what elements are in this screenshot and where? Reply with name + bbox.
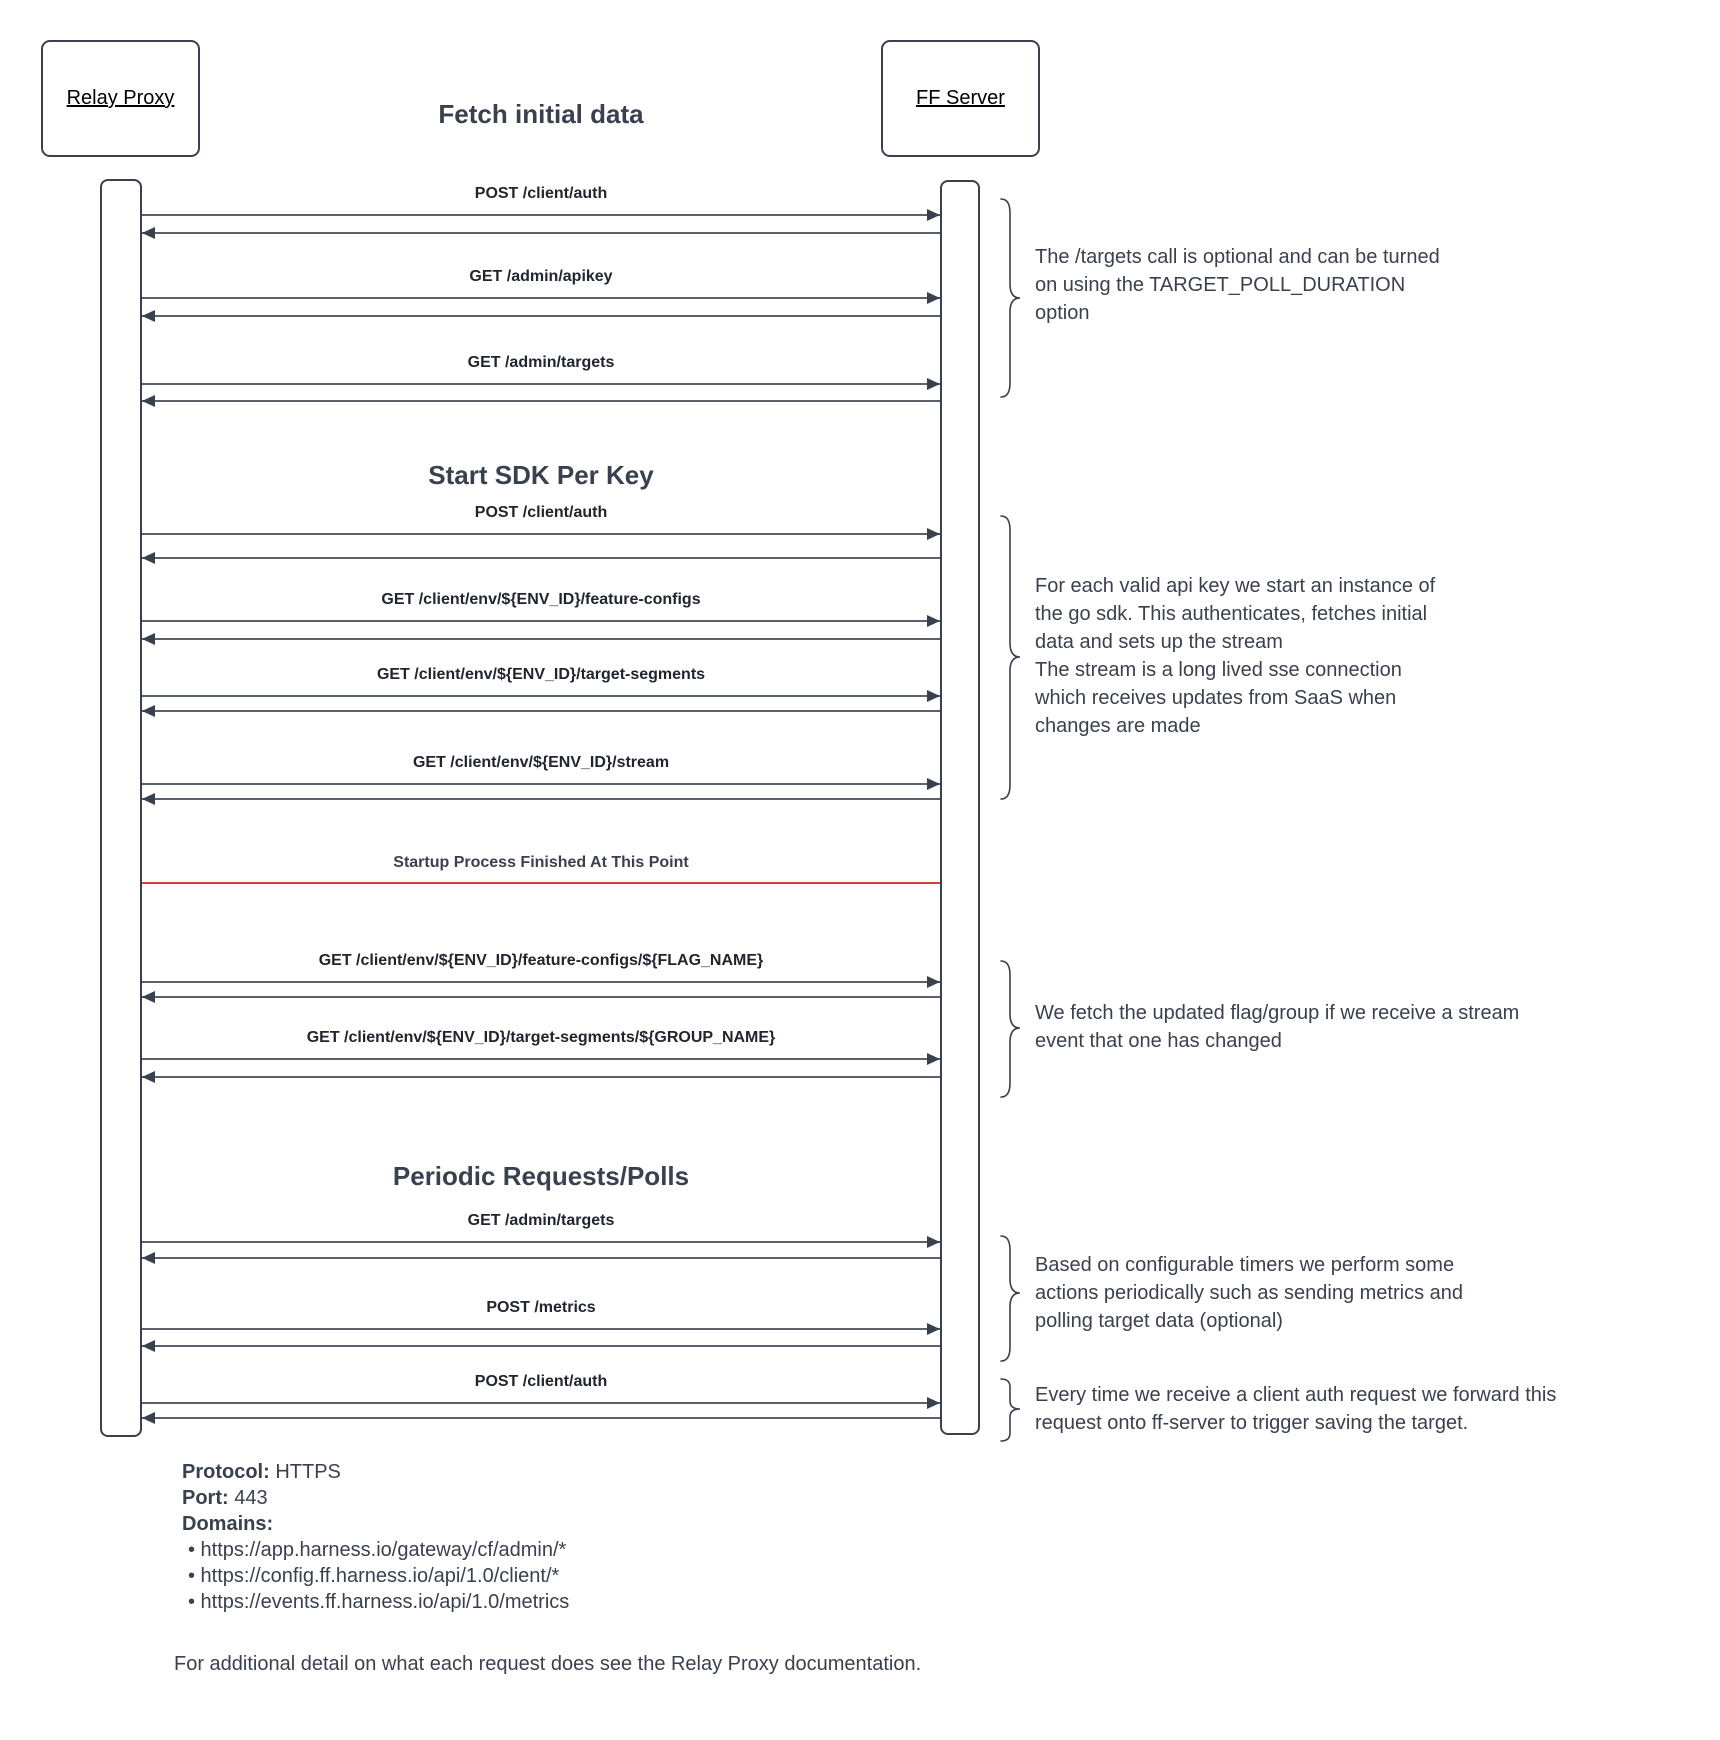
return-arrow <box>142 552 940 564</box>
annotation-brace <box>1000 960 1021 1098</box>
startup-separator-line <box>142 882 940 884</box>
message-label: POST /metrics <box>486 1299 596 1316</box>
annotation-brace <box>1000 198 1021 398</box>
message-label: GET /admin/targets <box>467 354 615 371</box>
actor-box-ff-server: FF Server <box>881 40 1040 157</box>
message-label: GET /client/env/${ENV_ID}/target-segment… <box>306 1029 776 1046</box>
return-arrow <box>142 793 940 805</box>
annotation-line: polling target data (optional) <box>1035 1310 1283 1332</box>
message-label: GET /admin/apikey <box>469 268 613 285</box>
message-label: GET /client/env/${ENV_ID}/feature-config… <box>381 591 701 608</box>
request-arrow <box>142 209 940 221</box>
lifeline-activation-bar-ff-server <box>940 180 980 1435</box>
return-arrow <box>142 1071 940 1083</box>
domain-item: • https://config.ff.harness.io/api/1.0/c… <box>188 1565 560 1587</box>
actor-box-relay-proxy: Relay Proxy <box>41 40 200 157</box>
annotation-text: We fetch the updated flag/group if we re… <box>1035 999 1519 1055</box>
request-arrow <box>142 1397 940 1409</box>
return-arrow <box>142 991 940 1003</box>
request-arrow <box>142 1236 940 1248</box>
annotation-line: Every time we receive a client auth requ… <box>1035 1384 1557 1406</box>
request-arrow <box>142 976 940 988</box>
annotation-line: request onto ff-server to trigger saving… <box>1035 1412 1469 1434</box>
request-arrow <box>142 378 940 390</box>
annotation-line: on using the TARGET_POLL_DURATION <box>1035 274 1406 296</box>
domains-label: Domains: <box>182 1513 274 1535</box>
return-arrow <box>142 633 940 645</box>
protocol-label: Protocol: <box>182 1461 270 1483</box>
protocol-value: HTTPS <box>275 1461 341 1483</box>
annotation-line: The /targets call is optional and can be… <box>1035 246 1440 268</box>
connection-info-block: Protocol: HTTPS Port: 443 Domains: • htt… <box>182 1459 569 1615</box>
request-arrow <box>142 292 940 304</box>
message-label: POST /client/auth <box>474 185 608 202</box>
return-arrow <box>142 1340 940 1352</box>
section-title: Start SDK Per Key <box>428 460 654 490</box>
annotation-line: event that one has changed <box>1035 1030 1282 1052</box>
return-arrow <box>142 395 940 407</box>
return-arrow <box>142 705 940 717</box>
annotation-brace <box>1000 515 1021 800</box>
annotation-line: option <box>1035 302 1090 324</box>
section-title: Periodic Requests/Polls <box>392 1161 690 1191</box>
request-arrow <box>142 778 940 790</box>
footer-note: For additional detail on what each reque… <box>174 1653 922 1675</box>
request-arrow <box>142 1053 940 1065</box>
message-label: POST /client/auth <box>474 504 608 521</box>
request-arrow <box>142 528 940 540</box>
return-arrow <box>142 1412 940 1424</box>
domain-item: • https://events.ff.harness.io/api/1.0/m… <box>188 1591 570 1613</box>
actor-label-ff-server: FF Server <box>916 87 1005 109</box>
request-arrow <box>142 615 940 627</box>
domains-label-line: Domains: <box>182 1511 569 1537</box>
annotation-text: Based on configurable timers we perform … <box>1035 1251 1463 1335</box>
port-label: Port: <box>182 1487 229 1509</box>
annotation-text: For each valid api key we start an insta… <box>1035 572 1435 740</box>
domain-item: • https://app.harness.io/gateway/cf/admi… <box>188 1539 567 1561</box>
annotation-text: The /targets call is optional and can be… <box>1035 243 1440 327</box>
protocol-line: Protocol: HTTPS <box>182 1459 569 1485</box>
annotation-line: which receives updates from SaaS when <box>1035 687 1397 709</box>
annotation-line: Based on configurable timers we perform … <box>1035 1254 1455 1276</box>
section-title: Fetch initial data <box>438 99 644 129</box>
port-line: Port: 443 <box>182 1485 569 1511</box>
domains-list: • https://app.harness.io/gateway/cf/admi… <box>182 1537 569 1615</box>
return-arrow <box>142 227 940 239</box>
message-label: GET /admin/targets <box>467 1212 615 1229</box>
annotation-line: We fetch the updated flag/group if we re… <box>1035 1002 1520 1024</box>
return-arrow <box>142 310 940 322</box>
message-label: POST /client/auth <box>474 1373 608 1390</box>
request-arrow <box>142 1323 940 1335</box>
annotation-brace <box>1000 1378 1021 1442</box>
startup-separator-label: Startup Process Finished At This Point <box>393 854 689 871</box>
annotation-text: Every time we receive a client auth requ… <box>1035 1381 1556 1437</box>
actor-label-relay-proxy: Relay Proxy <box>66 87 175 109</box>
annotation-line: changes are made <box>1035 715 1201 737</box>
message-label: GET /client/env/${ENV_ID}/stream <box>412 754 670 771</box>
annotation-line: actions periodically such as sending met… <box>1035 1282 1463 1304</box>
annotation-line: data and sets up the stream <box>1035 631 1283 653</box>
annotation-line: the go sdk. This authenticates, fetches … <box>1035 603 1428 625</box>
lifeline-activation-bar-relay-proxy <box>100 179 142 1437</box>
request-arrow <box>142 690 940 702</box>
port-value: 443 <box>234 1487 268 1509</box>
annotation-brace <box>1000 1235 1021 1362</box>
annotation-line: For each valid api key we start an insta… <box>1035 575 1436 597</box>
annotation-line: The stream is a long lived sse connectio… <box>1035 659 1402 681</box>
message-label: GET /client/env/${ENV_ID}/feature-config… <box>318 952 764 969</box>
message-label: GET /client/env/${ENV_ID}/target-segment… <box>376 666 706 683</box>
return-arrow <box>142 1252 940 1264</box>
